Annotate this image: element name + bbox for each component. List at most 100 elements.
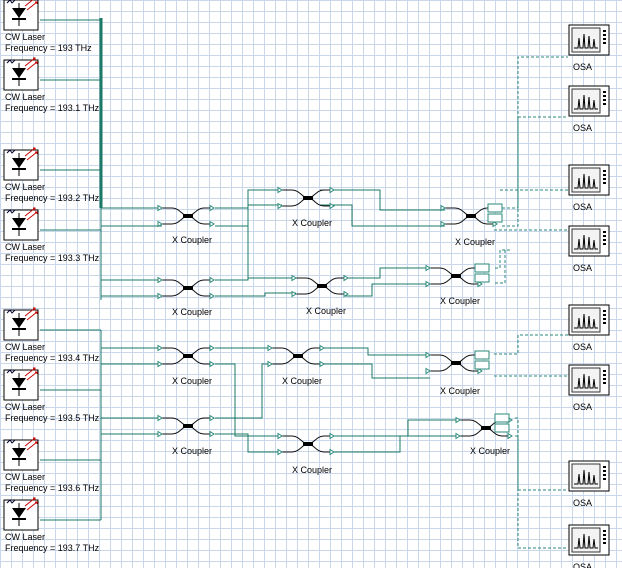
knob-icon <box>603 182 606 184</box>
x-coupler[interactable]: X Coupler <box>157 276 215 318</box>
osa-monitor[interactable]: OSA <box>568 85 610 133</box>
x-coupler[interactable]: X Coupler <box>291 274 349 317</box>
emission-arrows-icon <box>24 367 38 381</box>
sine-icon <box>6 499 16 504</box>
knob-icon <box>603 42 606 44</box>
osa-label: OSA <box>573 263 592 273</box>
fiber-wire <box>315 347 430 356</box>
osa-monitor[interactable]: OSA <box>568 364 610 412</box>
port-icon <box>277 186 283 194</box>
x-coupler[interactable]: X Coupler <box>277 186 335 229</box>
coupler-label: X Coupler <box>172 235 212 245</box>
arrow-head <box>33 57 38 64</box>
x-coupler[interactable]: X Coupler <box>277 432 335 476</box>
emission-arrows-icon <box>24 307 38 321</box>
knob-icon <box>603 231 606 233</box>
coupler-junction <box>451 361 461 365</box>
x-coupler[interactable]: X Coupler <box>157 414 215 457</box>
coupler-junction <box>466 214 476 218</box>
port-icon <box>209 414 215 422</box>
port-icon <box>329 186 335 194</box>
x-coupler[interactable]: X Coupler <box>157 344 215 387</box>
osa-label: OSA <box>573 498 592 508</box>
osa-monitor[interactable]: OSA <box>568 524 610 568</box>
port-icon <box>477 367 483 375</box>
coupler-label: X Coupler <box>172 307 212 317</box>
knob-icon <box>603 382 606 384</box>
knob-icon <box>603 239 606 241</box>
port-icon <box>425 367 431 375</box>
knob-icon <box>603 466 606 468</box>
laser-label: CW Laser <box>5 32 45 42</box>
port-icon <box>343 290 349 298</box>
port-icon <box>474 263 490 273</box>
x-coupler[interactable]: X Coupler <box>425 264 483 307</box>
osa-monitor[interactable]: OSA <box>568 304 610 352</box>
port-icon <box>507 432 513 440</box>
osa-monitor[interactable]: OSA <box>568 225 610 273</box>
port-icon <box>157 220 163 228</box>
coupler-junction <box>293 354 303 358</box>
spectrum-icon <box>574 533 598 549</box>
coupler-junction <box>183 214 193 218</box>
port-icon <box>425 351 431 359</box>
sine-icon <box>6 369 16 374</box>
spectrum-icon <box>574 313 598 329</box>
fiber-wire <box>320 204 445 227</box>
port-icon <box>267 344 273 352</box>
osa-monitor[interactable]: OSA <box>568 460 610 508</box>
port-icon <box>487 203 503 213</box>
emission-arrows-icon <box>24 147 38 161</box>
osa-label: OSA <box>573 62 592 72</box>
coupler-junction <box>481 426 491 430</box>
port-icon <box>474 273 490 283</box>
knob-icon <box>603 470 606 472</box>
coupler-label: X Coupler <box>292 218 332 228</box>
x-coupler[interactable]: X Coupler <box>425 351 483 397</box>
spectrum-icon <box>574 94 598 110</box>
port-icon <box>209 276 215 284</box>
port-icon <box>209 360 215 368</box>
fiber-wire <box>215 363 272 419</box>
laser-frequency: Frequency = 193.5 THz <box>5 413 100 423</box>
coupler-junction <box>303 442 313 446</box>
knob-icon <box>603 243 606 245</box>
osa-monitor[interactable]: OSA <box>568 164 610 212</box>
fiber-wire <box>215 363 282 437</box>
dashed-wire <box>502 116 568 227</box>
port-icon <box>277 432 283 440</box>
sine-icon <box>6 309 16 314</box>
dashed-wire <box>495 249 510 269</box>
port-icon <box>329 432 335 440</box>
coupler-junction <box>303 196 313 200</box>
port-icon <box>494 423 510 433</box>
port-icon <box>477 280 483 288</box>
x-coupler[interactable]: X Coupler <box>157 204 215 246</box>
output-port-pair <box>494 413 510 433</box>
arrow-head <box>34 0 38 4</box>
sine-icon <box>6 439 16 444</box>
knob-icon <box>603 34 606 36</box>
port-icon <box>492 220 498 228</box>
port-icon <box>209 292 215 300</box>
osa-monitor[interactable]: OSA <box>568 24 610 72</box>
port-icon <box>277 448 283 456</box>
port-icon <box>440 204 446 212</box>
port-icon <box>425 280 431 288</box>
coupler-junction <box>317 284 327 288</box>
spectrum-icon <box>574 373 598 389</box>
coupler-junction <box>183 286 193 290</box>
emission-arrows-icon <box>24 207 38 221</box>
port-icon <box>209 430 215 438</box>
knob-icon <box>603 534 606 536</box>
x-coupler[interactable]: X Coupler <box>267 344 325 387</box>
